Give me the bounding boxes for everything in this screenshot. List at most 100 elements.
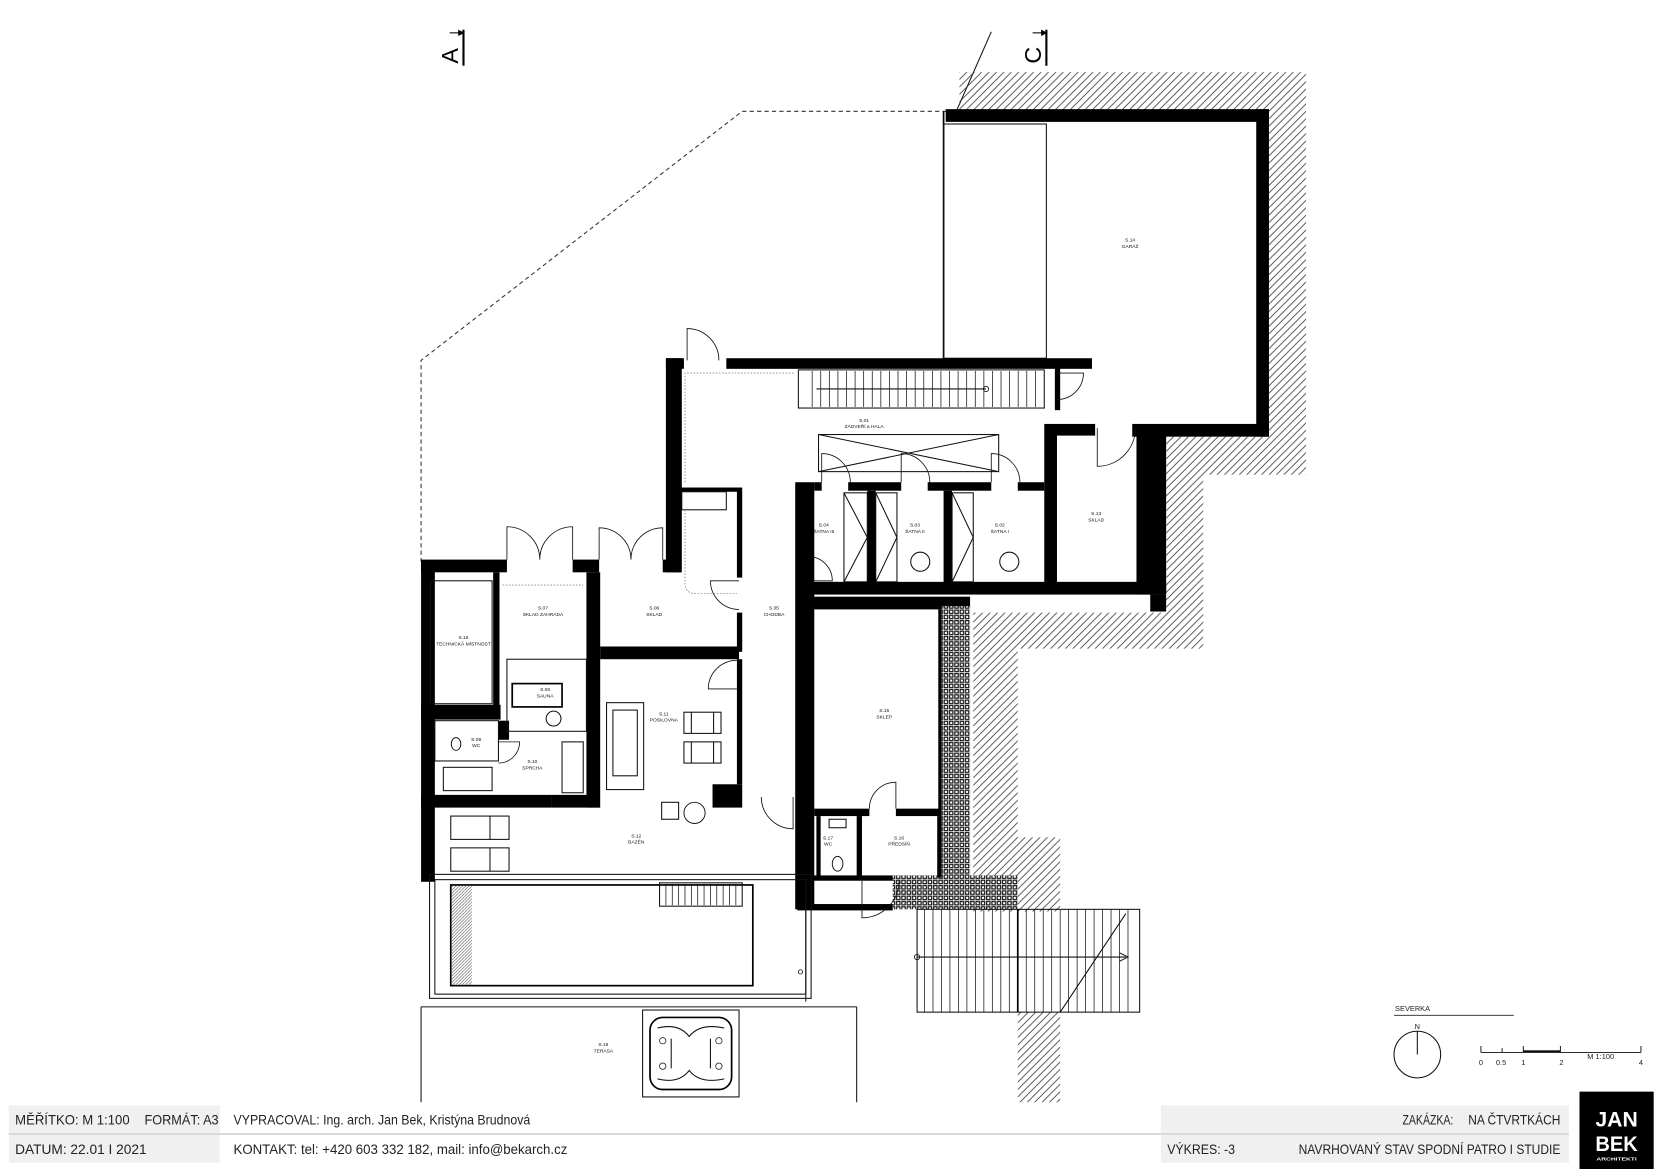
gym-machine-2 bbox=[683, 741, 722, 764]
garage bbox=[942, 109, 1269, 437]
central-walls bbox=[680, 482, 1167, 910]
west-block bbox=[421, 526, 743, 882]
gabion-wall-horizontal bbox=[892, 875, 1018, 910]
exterior-stairs-start bbox=[914, 953, 921, 961]
vestibule-wall-bottom bbox=[797, 875, 893, 881]
title-cell-left-top bbox=[8, 1105, 220, 1133]
storage-s13 bbox=[1044, 423, 1167, 595]
garage-side-wall bbox=[1054, 367, 1061, 411]
logo-line-1: JAN bbox=[1595, 1109, 1637, 1132]
room-name: ZÁDVEŘÍ a HALA bbox=[845, 422, 885, 430]
hot-tub bbox=[642, 1009, 740, 1098]
room-code: S.02 bbox=[995, 523, 1005, 529]
room-code: S.15 bbox=[879, 708, 889, 714]
room-name: WC bbox=[824, 842, 833, 848]
wardrobe-partition-1 bbox=[867, 490, 876, 584]
exterior-stairs bbox=[914, 908, 1141, 1013]
shower-tray bbox=[442, 766, 493, 792]
room-name: CHODBA bbox=[764, 612, 786, 618]
logo-line-2: BEK bbox=[1595, 1133, 1638, 1156]
west-wall-top-c bbox=[662, 559, 681, 573]
storage-s06-door bbox=[709, 580, 740, 610]
wc-s17-partition bbox=[856, 816, 862, 878]
gym-machine-1 bbox=[683, 711, 722, 734]
vestibule-threshold bbox=[797, 904, 893, 911]
section-marker-a: A bbox=[437, 29, 465, 66]
garage-wall-bottom-left bbox=[1054, 423, 1096, 436]
scale-tick-label: 4 bbox=[1639, 1058, 1643, 1067]
pool-entry-step-lines bbox=[665, 883, 737, 906]
scale-text: MĚŘÍTKO: M 1:100 bbox=[15, 1111, 130, 1127]
wardrobe-3-storage-mark bbox=[843, 492, 868, 583]
exterior-stair-treads bbox=[924, 909, 1129, 1013]
room-name: SKLAD ZAHRADA bbox=[523, 612, 564, 618]
exterior-stairs-outline bbox=[916, 908, 1141, 1013]
sauna-box bbox=[506, 658, 587, 732]
wardrobe-wall-top-1 bbox=[814, 482, 822, 491]
wardrobe-1-storage-mark bbox=[951, 492, 974, 583]
room-code: S.12 bbox=[631, 833, 641, 839]
room-name: TECHNICKÁ MÍSTNOST bbox=[436, 640, 491, 647]
terrace bbox=[420, 1006, 858, 1103]
room-code: S.09 bbox=[471, 737, 481, 743]
hall-void bbox=[817, 434, 1000, 473]
exterior-stairs-arrowhead bbox=[1119, 952, 1130, 962]
room-name: SAUNA bbox=[537, 693, 555, 699]
west-wall-bottom-a bbox=[421, 794, 552, 808]
room-name: SKLEP bbox=[876, 715, 892, 721]
hot-tub-jet-3 bbox=[659, 1062, 667, 1070]
scale-label: M 1:100 bbox=[1587, 1052, 1614, 1061]
cellar-door bbox=[868, 781, 897, 809]
hall-entrance-door bbox=[686, 328, 720, 361]
wardrobe-2-storage-mark bbox=[875, 492, 898, 583]
wardrobe-2-storage bbox=[875, 492, 898, 583]
wardrobe-3-storage bbox=[843, 492, 868, 583]
garage-wall-top bbox=[945, 109, 1269, 122]
hall-void-cross bbox=[818, 434, 999, 473]
pool-hall bbox=[429, 796, 812, 1002]
project-name: NA ČTVRTKÁCH bbox=[1468, 1111, 1560, 1127]
hall-wall-left bbox=[665, 358, 682, 573]
wc-s09-toilet bbox=[450, 737, 462, 751]
room-code: S.03 bbox=[910, 523, 920, 529]
storage-s06-insulation bbox=[684, 509, 737, 594]
north-arrow: SEVERKA N bbox=[1393, 1004, 1514, 1079]
room-name: GARÁŽ bbox=[1122, 242, 1139, 250]
storage-s13-door bbox=[1096, 428, 1136, 467]
sheet-title: NAVRHOVANÝ STAV SPODNÍ PATRO I STUDIE bbox=[1299, 1141, 1561, 1157]
room-code: S.14 bbox=[1125, 238, 1135, 244]
project-label: ZAKÁZKA: bbox=[1402, 1111, 1453, 1127]
west-outer-wall bbox=[421, 561, 435, 882]
gym-door bbox=[707, 659, 737, 690]
pool-step-hatch bbox=[451, 886, 472, 985]
room-code: S.10 bbox=[527, 759, 537, 765]
gym-wall-top bbox=[600, 646, 740, 660]
room-labels: S.14 GARÁŽ S.01 ZÁDVEŘÍ a HALA S.04 ŠATN… bbox=[436, 238, 1138, 1055]
gym-wall-corner bbox=[712, 784, 743, 808]
scale-tick-label: 2 bbox=[1559, 1058, 1563, 1067]
pool-table bbox=[661, 801, 680, 820]
room-code: S.11 bbox=[659, 711, 669, 717]
garage-wall-bottom-right bbox=[1132, 423, 1269, 437]
section-marker-c: C bbox=[1020, 29, 1048, 66]
terrain-hatch-south bbox=[1017, 1012, 1061, 1103]
scale-tick-label: 0 bbox=[1479, 1058, 1483, 1067]
wardrobe-3-door bbox=[821, 453, 851, 483]
cellar-wall-bottom-b bbox=[895, 808, 944, 817]
storage-double-door bbox=[598, 527, 664, 560]
pool-surround-outer bbox=[429, 873, 812, 999]
gym-bench bbox=[606, 702, 645, 791]
wc-s09-box bbox=[434, 720, 499, 762]
west-wall-top-b bbox=[572, 559, 600, 573]
corridor-wall-left-b bbox=[736, 612, 743, 652]
title-cell-right-bottom bbox=[1160, 1135, 1569, 1163]
wardrobe-wall-top-4 bbox=[1017, 482, 1045, 491]
hall bbox=[665, 328, 1092, 573]
hot-tub-seats bbox=[657, 1026, 725, 1081]
sun-lounger-2 bbox=[450, 847, 510, 872]
wc-s17-wall-left bbox=[816, 816, 821, 878]
hot-tub-jet-2 bbox=[715, 1037, 723, 1045]
section-marker-c-label: C bbox=[1020, 47, 1046, 64]
hall-wall-top-b bbox=[726, 358, 1092, 369]
